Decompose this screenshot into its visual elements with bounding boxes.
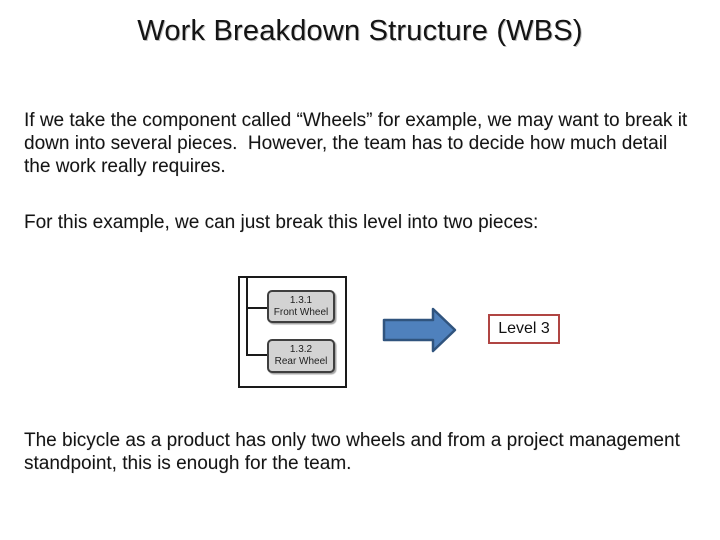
wbs-connector-branch-top: [246, 307, 268, 309]
wbs-node-label: Rear Wheel: [274, 356, 328, 367]
wbs-node-label: Front Wheel: [273, 306, 329, 318]
wbs-node-code: 1.3.1: [289, 294, 313, 306]
body-paragraph-3: The bicycle as a product has only two wh…: [24, 430, 686, 474]
wbs-node-front-wheel: 1.3.1 Front Wheel: [267, 290, 335, 323]
level-3-label: Level 3: [498, 320, 550, 337]
wbs-connector-vertical: [246, 278, 248, 356]
wbs-connector-branch-bottom: [246, 354, 268, 356]
level-3-label-box: Level 3: [488, 314, 560, 344]
wbs-node-code: 1.3.2: [289, 344, 313, 355]
slide-title: Work Breakdown Structure (WBS): [137, 15, 583, 47]
wbs-node-rear-wheel: 1.3.2 Rear Wheel: [267, 339, 335, 373]
body-paragraph-1: If we take the component called “Wheels”…: [24, 110, 693, 177]
right-block-arrow-icon: [382, 306, 458, 354]
right-block-arrow-shape: [382, 307, 457, 353]
body-paragraph-2: For this example, we can just break this…: [24, 212, 539, 233]
